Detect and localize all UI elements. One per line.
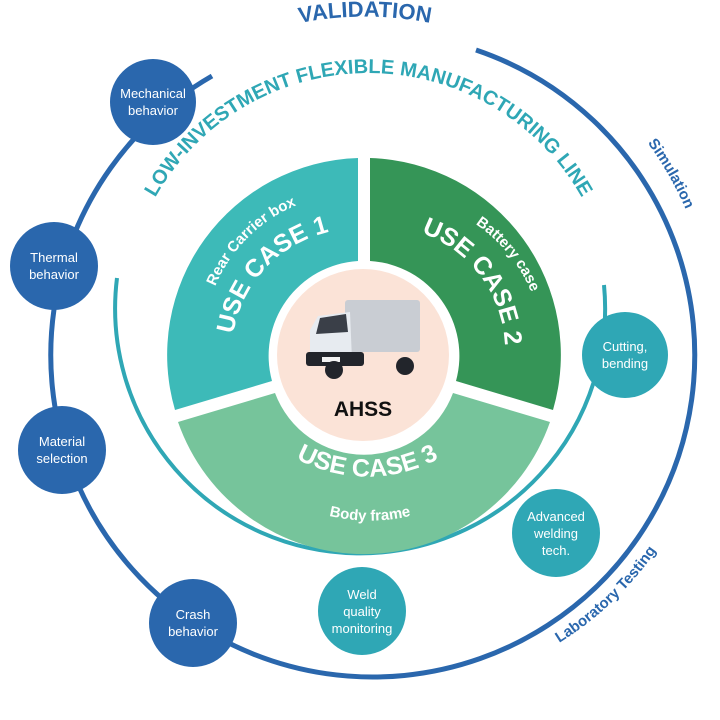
node-text: behavior [29, 267, 79, 282]
node-text: selection [36, 451, 88, 466]
use-case-1-segment[interactable] [167, 158, 358, 410]
node-thermal-behavior[interactable]: Thermal behavior [10, 222, 98, 310]
node-text: Mechanical [120, 86, 186, 101]
use-case-3-subtitle: Body frame [328, 503, 412, 525]
use-case-3-segment[interactable] [178, 393, 550, 555]
truck-icon [306, 300, 420, 379]
node-text: bending [601, 356, 649, 371]
node-text: Cutting, [602, 339, 648, 354]
node-material-selection[interactable]: Material selection [18, 406, 106, 494]
node-cutting-bending[interactable]: Cutting, bending [582, 312, 668, 398]
node-text: monitoring [331, 620, 393, 636]
node-text: welding [533, 525, 579, 541]
node-mechanical-behavior[interactable]: Mechanical behavior [110, 59, 196, 145]
node-text: tech. [541, 542, 571, 558]
node-text: Thermal [30, 250, 78, 265]
use-case-2-segment[interactable] [370, 158, 561, 410]
node-text: behavior [128, 103, 178, 118]
node-text: behavior [168, 624, 218, 639]
center-label: AHSS [333, 398, 393, 421]
node-text: Weld [347, 586, 377, 602]
node-text: Crash [175, 607, 211, 622]
validation-title: VALIDATION [296, 0, 434, 28]
node-crash-behavior[interactable]: Crash behavior [149, 579, 237, 667]
node-text: quality [343, 603, 381, 619]
node-text: Advanced [527, 508, 585, 524]
node-text: Material [38, 434, 86, 449]
